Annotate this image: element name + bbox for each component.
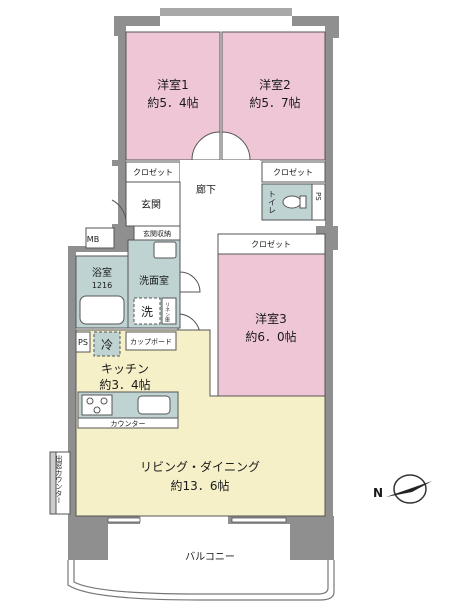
bay-window-frame [49,451,57,515]
sink-icon [153,241,177,259]
hallway-label: 廊下 [196,183,216,196]
ps-kitchen-label: PS [78,338,88,347]
living-dining-kitchen [75,329,326,517]
western-room-3-size: 約6．0帖 [245,329,296,344]
entrance-storage-label: 玄関収納 [143,229,171,238]
fridge-space [93,331,121,357]
closet-1-label: クロゼット [133,167,173,177]
fridge-label: 冷 [101,338,113,352]
ps-shaft-kitchen [75,331,91,353]
entrance-label: 玄関 [141,198,161,211]
bedroom-doors [177,131,251,337]
counter-label: カウンター [111,419,146,428]
western-room-2-name: 洋室2 [259,77,291,92]
western-room-1-size: 約5．4帖 [147,95,198,110]
mb-label: MB [87,235,99,244]
entrance-door [111,199,127,227]
balcony-label: バルコニー [185,551,235,563]
mb-box [85,227,115,249]
toilet-bowl-icon [282,195,302,209]
compass-icon: N [373,474,432,504]
closet-3-label: クロゼット [251,239,291,249]
washroom-door [179,271,201,293]
washer-label: 洗 [141,305,153,319]
kitchen-name: キッチン [101,362,149,376]
western-room-2-size: 約5．7帖 [249,95,300,110]
washroom-label: 洗面室 [139,274,169,287]
living-size: 約13．6帖 [171,478,230,493]
western-room-3 [217,253,326,397]
north-label: N [373,486,383,500]
cupboard [125,331,177,351]
linen-label: リネン庫 [164,302,170,323]
ps-top-label: PS [314,192,322,201]
toilet-label: トイレ [268,190,277,214]
window-right [231,517,287,523]
entrance [125,181,181,227]
western-room-1-name: 洋室1 [157,77,189,92]
closet-2 [261,161,326,183]
living-name: リビング・ダイニング [140,459,260,474]
linen-storage [161,297,177,325]
western-room-3-name: 洋室3 [255,311,287,326]
counter-bar [77,417,179,429]
closet-2-label: クロゼット [273,167,313,177]
western-room-2 [221,31,326,161]
washer-pan [133,297,161,325]
toilet-tank-icon [299,195,307,209]
bay-counter-label: 出窓カウンター [55,454,63,504]
balcony-outline [67,560,335,601]
stove-icon [81,394,113,416]
cupboard-label: カップボード [130,338,172,346]
kitchen-sink-icon [137,395,171,415]
bathtub-icon [79,295,125,325]
kitchen-size: 約3．4帖 [99,377,150,392]
ps-shaft-top [311,183,326,221]
closet-3 [217,233,326,255]
window-left [107,517,141,523]
bath-size-label: 1216 [92,281,112,290]
bath-label: 浴室 [92,266,112,279]
